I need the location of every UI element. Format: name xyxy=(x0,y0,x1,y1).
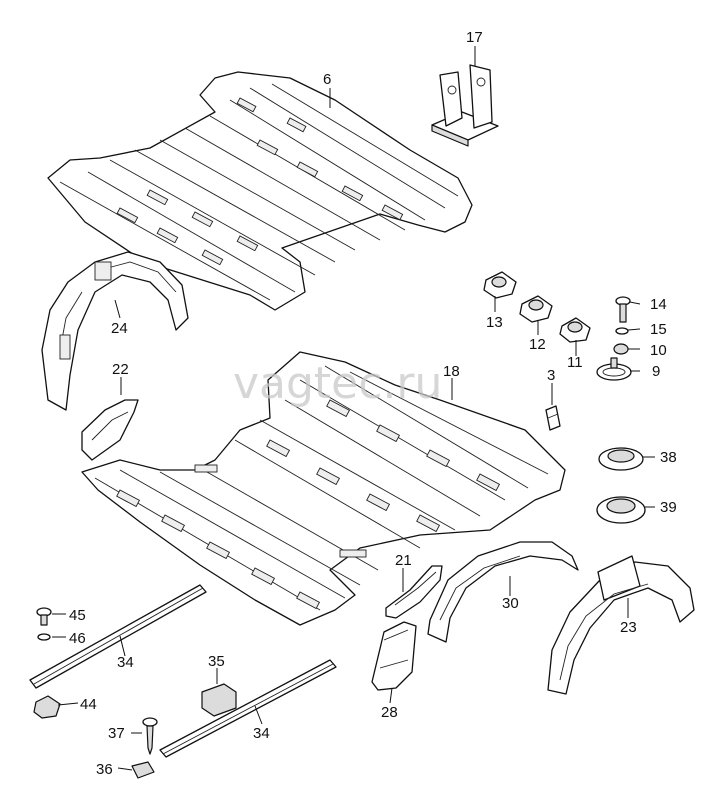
callout-30: 30 xyxy=(502,595,519,612)
washer-15 xyxy=(615,327,629,335)
callout-24: 24 xyxy=(111,320,128,337)
callout-12: 12 xyxy=(529,336,546,353)
rail-34-right xyxy=(159,659,337,758)
callout-46: 46 xyxy=(69,630,86,647)
callout-36: 36 xyxy=(96,761,113,778)
bracket-17 xyxy=(431,64,499,147)
plug-38 xyxy=(598,447,644,471)
nut-11 xyxy=(559,317,591,343)
clip-36 xyxy=(131,761,155,779)
callout-15: 15 xyxy=(650,321,667,338)
callout-14: 14 xyxy=(650,296,667,313)
nut-12 xyxy=(519,295,553,323)
wheel-arch-30 xyxy=(427,541,579,643)
callout-18: 18 xyxy=(443,363,460,380)
bracket-28 xyxy=(371,621,417,691)
clip-44 xyxy=(33,695,61,719)
rail-34-left xyxy=(29,584,207,689)
callout-38: 38 xyxy=(660,449,677,466)
callout-21: 21 xyxy=(395,552,412,569)
callout-3: 3 xyxy=(547,367,555,384)
wheel-arch-24 xyxy=(41,251,189,411)
callout-labels: 6 17 24 22 13 12 11 14 15 10 9 3 18 38 3… xyxy=(69,29,677,778)
callout-17: 17 xyxy=(466,29,483,46)
floor-panel-18 xyxy=(81,351,566,626)
callout-6: 6 xyxy=(323,71,331,88)
screw-14 xyxy=(615,296,631,323)
clip-3 xyxy=(545,405,561,431)
callout-11: 11 xyxy=(567,354,583,371)
bracket-22 xyxy=(81,399,139,461)
callout-44: 44 xyxy=(80,696,97,713)
callout-23: 23 xyxy=(620,619,637,636)
leader-lines xyxy=(52,46,655,771)
callout-35: 35 xyxy=(208,653,225,670)
ring-9 xyxy=(596,357,632,381)
callout-34-left: 34 xyxy=(117,654,134,671)
bracket-21 xyxy=(385,565,443,619)
callout-28: 28 xyxy=(381,704,398,721)
block-35 xyxy=(201,683,237,717)
callout-9: 9 xyxy=(652,363,660,380)
nut-13 xyxy=(483,271,517,299)
watermark: vagtec.ru xyxy=(233,358,442,409)
plug-39 xyxy=(596,496,646,524)
floor-panel-6 xyxy=(47,71,473,311)
screw-37 xyxy=(142,717,158,755)
nut-10 xyxy=(613,343,629,355)
screw-45 xyxy=(36,607,52,626)
callout-22: 22 xyxy=(112,361,129,378)
wheel-arch-23 xyxy=(547,555,695,695)
washer-46 xyxy=(37,633,51,641)
callout-45: 45 xyxy=(69,607,86,624)
callout-13: 13 xyxy=(486,314,503,331)
callout-37: 37 xyxy=(108,725,125,742)
callout-34-right: 34 xyxy=(253,725,270,742)
callout-39: 39 xyxy=(660,499,677,516)
callout-10: 10 xyxy=(650,342,667,359)
